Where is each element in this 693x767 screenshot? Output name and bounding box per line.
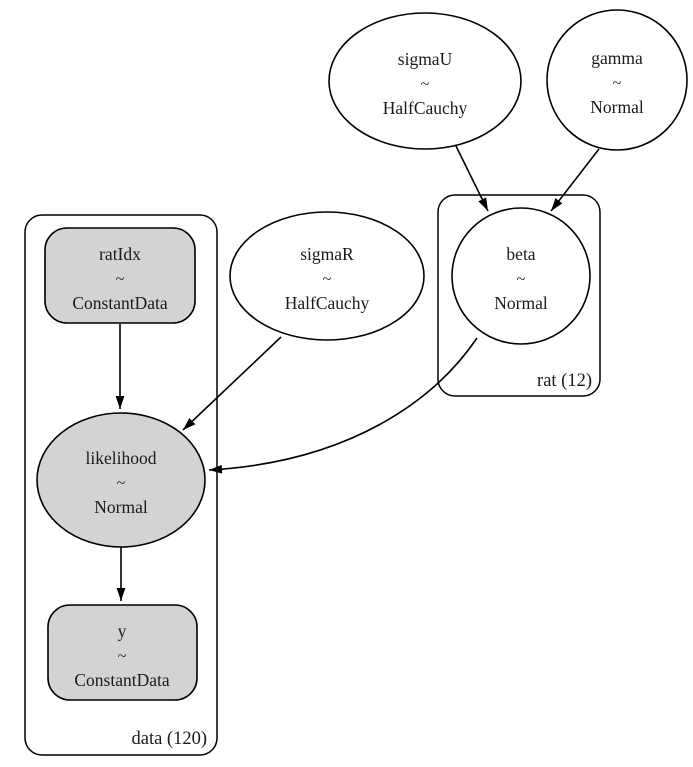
node-ratIdx-name: ratIdx	[99, 244, 141, 264]
node-ratIdx-shape	[44, 227, 196, 324]
node-likelihood-tilde: ~	[117, 475, 126, 492]
node-y-distribution: ConstantData	[74, 670, 169, 690]
node-gamma-distribution: Normal	[590, 97, 644, 117]
plate-rat-border	[437, 194, 601, 397]
node-sigmaR-tilde: ~	[323, 271, 332, 288]
node-likelihood-distribution: Normal	[94, 497, 148, 517]
node-gamma: gamma ~ Normal	[546, 9, 688, 151]
plate-data-label: data (120)	[131, 729, 207, 749]
node-likelihood-name: likelihood	[86, 448, 157, 468]
node-y-shape	[47, 604, 198, 701]
node-likelihood: likelihood ~ Normal	[36, 412, 206, 548]
node-y-tilde: ~	[118, 648, 127, 665]
node-likelihood-shape	[36, 412, 206, 548]
plate-data-border	[24, 214, 218, 756]
node-ratIdx-tilde: ~	[116, 271, 125, 288]
node-ratIdx-distribution: ConstantData	[72, 293, 167, 313]
node-gamma-shape	[546, 9, 688, 151]
node-beta-distribution: Normal	[494, 293, 548, 313]
node-gamma-tilde: ~	[613, 75, 622, 92]
node-gamma-name: gamma	[591, 48, 643, 68]
node-y: y ~ ConstantData	[47, 604, 198, 701]
node-y-name: y	[118, 621, 127, 641]
node-sigmaU-tilde: ~	[421, 76, 430, 93]
node-beta-name: beta	[506, 244, 535, 264]
node-beta-tilde: ~	[517, 271, 526, 288]
node-sigmaR: sigmaR ~ HalfCauchy	[229, 211, 425, 341]
node-sigmaU-name: sigmaU	[398, 49, 453, 69]
node-beta-shape	[451, 207, 591, 345]
edge-beta-to-likelihood	[208, 337, 478, 474]
edge-sigmau-to-beta	[454, 143, 489, 212]
node-sigmaR-name: sigmaR	[300, 244, 354, 264]
edge-gamma-to-beta	[550, 148, 600, 212]
node-sigmaR-shape	[229, 211, 425, 341]
plate-rat-label: rat (12)	[537, 371, 592, 391]
node-sigmaU-shape	[328, 12, 522, 150]
node-ratIdx: ratIdx ~ ConstantData	[44, 227, 196, 324]
node-sigmaU-distribution: HalfCauchy	[383, 98, 468, 118]
edge-sigmar-to-likelihood	[182, 336, 282, 431]
node-sigmaR-distribution: HalfCauchy	[285, 293, 370, 313]
node-beta: beta ~ Normal	[451, 207, 591, 345]
node-sigmaU: sigmaU ~ HalfCauchy	[328, 12, 522, 150]
